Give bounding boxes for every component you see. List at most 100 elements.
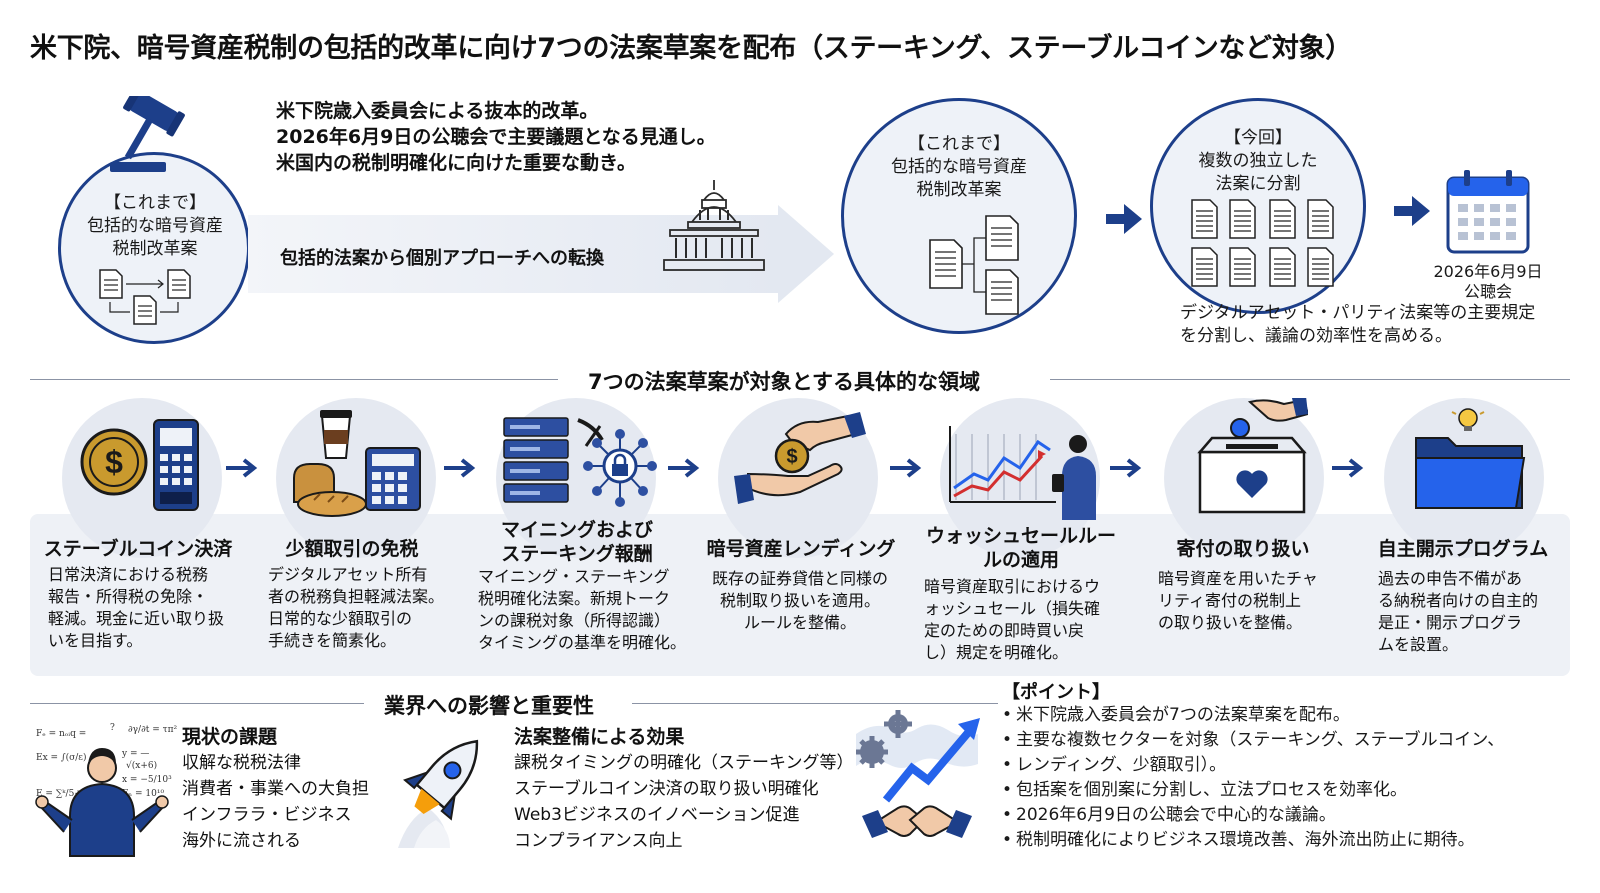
area-desc-3-l4: タイミングの基準を明確化。 <box>478 633 687 652</box>
svg-text:$: $ <box>105 444 123 480</box>
area-title-6: 寄付の取り扱い <box>1136 537 1350 561</box>
now-text: 【今回】 複数の独立した 法案に分割 <box>1184 127 1332 196</box>
area-desc-5-l3: 定のための即時買い戻 <box>924 621 1085 640</box>
svg-text:E = ∑ᵏ/5+3ρ: E = ∑ᵏ/5+3ρ <box>36 789 93 799</box>
area-desc-4: 既存の証券貸借と同様の 税制取り扱いを適用。 ルールを整備。 <box>700 568 900 634</box>
areas-divider-right <box>1050 379 1570 380</box>
before-left-line2: 税制改革案 <box>112 239 198 259</box>
coin-terminal-icon: $ <box>80 419 199 511</box>
impact-section-title: 業界への影響と重要性 <box>384 694 594 718</box>
area-desc-6-l3: の取り扱いを整備。 <box>1158 613 1303 632</box>
rocket-icon <box>398 739 479 848</box>
flow-note: デジタルアセット・パリティ法案等の主要規定 を分割し、議論の効率性を高める。 <box>1180 302 1535 348</box>
area-title-1: ステーブルコイン決済 <box>34 537 242 561</box>
area-desc-1-l4: いを目指す。 <box>48 631 143 650</box>
calendar-icon <box>1446 170 1530 254</box>
areas-divider-left <box>30 379 558 380</box>
challenge-item-2: 消費者・事業への大負担 <box>182 779 369 799</box>
intro-line-2: 2026年6月9日の公聴会で主要議題となる見通し。 <box>276 126 716 148</box>
area-desc-2-l2: 者の税務負担軽減法案。 <box>268 587 445 606</box>
area-desc-3-l3: ンの課税対象（所得認識） <box>478 611 671 630</box>
now-label: 【今回】 <box>1224 128 1292 148</box>
documents-cycle-icon <box>99 269 191 325</box>
intro-line-1: 米下院歳入委員会による抜本的改革。 <box>276 100 599 122</box>
effect-item-4: コンプライアンス向上 <box>514 831 683 851</box>
effect-item-1: 課税タイミングの明確化（ステーキング等） <box>514 753 854 773</box>
flow-arrow-1 <box>1106 204 1142 234</box>
flow-note-line2: を分割し、議論の効率性を高める。 <box>1180 326 1452 346</box>
gavel-icon <box>110 96 185 172</box>
area-desc-7-l3: 是正・開示プログラ <box>1378 613 1523 632</box>
svg-text:y = —: y = — <box>121 749 149 759</box>
area-desc-1-l3: 軽減。現金に近い取り扱 <box>48 609 225 628</box>
area-desc-1-l2: 報告・所得税の免除・ <box>48 587 209 606</box>
area-arrow-4 <box>890 458 922 478</box>
before-left-line1: 包括的な暗号資産 <box>87 216 223 236</box>
area-desc-3-l2: 税明確化法案。新規トーク <box>478 589 671 608</box>
now-line1: 複数の独立した <box>1198 151 1318 171</box>
area-title-4-line: 暗号資産レンディング <box>706 538 896 560</box>
area-desc-2: デジタルアセット所有 者の税務負担軽減法案。 日常的な少額取引の 手続きを簡素化… <box>268 564 464 652</box>
area-desc-7-l2: る納税者向けの自主的 <box>1378 591 1539 610</box>
before-right-label: 【これまで】 <box>908 134 1010 154</box>
point-item-1: 米下院歳入委員会が7つの法案草案を配布。 <box>1002 703 1582 728</box>
page-title: 米下院、暗号資産税制の包括的改革に向け7つの法案草案を配布（ステーキング、ステー… <box>30 33 1352 64</box>
confused-person-formulas-icon: Fₑ = nₒᵢq =?∂γ/∂t = τπ² Ex = ∫(σ/ε)y = —… <box>35 723 177 857</box>
before-left-text: 【これまで】 包括的な暗号資産 税制改革案 <box>70 192 240 261</box>
area-desc-6-l2: リティ寄付の税制上 <box>1158 591 1302 610</box>
svg-text:Ex = ∫(σ/ε): Ex = ∫(σ/ε) <box>36 752 86 763</box>
document-split-icon <box>929 215 1019 315</box>
area-desc-7-l1: 過去の申告不備があ <box>1378 569 1523 588</box>
hearing-text: 2026年6月9日 公聴会 <box>1408 262 1568 302</box>
challenge-item-1: 収解な税税法律 <box>182 753 301 773</box>
area-desc-5-l4: し）規定を明確化。 <box>924 643 1069 662</box>
area-desc-2-l3: 日常的な少額取引の <box>268 609 413 628</box>
area-desc-1-l1: 日常決済における税務 <box>48 565 209 584</box>
challenge-item-3: インフララ・ビジネス <box>182 805 352 825</box>
intro-text: 米下院歳入委員会による抜本的改革。 2026年6月9日の公聴会で主要議題となる見… <box>276 98 716 176</box>
area-desc-7: 過去の申告不備があ る納税者向けの自主的 是正・開示プログラ ムを設置。 <box>1378 568 1558 656</box>
multiple-documents-icon <box>1191 199 1334 287</box>
chart-person-icon <box>949 426 1096 520</box>
area-desc-4-l2: 税制取り扱いを適用。 <box>719 591 880 610</box>
hearing-date: 2026年6月9日 <box>1433 262 1543 281</box>
donation-box-icon <box>1197 398 1308 514</box>
point-item-2: 主要な複数セクターを対象（ステーキング、ステーブルコイン、 <box>1002 728 1582 753</box>
area-desc-4-l1: 既存の証券貸借と同様の <box>711 569 888 588</box>
now-line2: 法案に分割 <box>1215 174 1301 194</box>
area-desc-5: 暗号資産取引におけるウ ォッシュセール（損失確 定のための即時買い戻 し）規定を… <box>924 576 1124 664</box>
svg-text:x = −5/10³: x = −5/10³ <box>122 775 172 785</box>
area-desc-2-l1: デジタルアセット所有 <box>268 565 428 584</box>
intro-line-3: 米国内の税制明確化に向けた重要な動き。 <box>276 152 637 174</box>
capitol-icon <box>663 180 765 271</box>
area-title-7: 自主開示プログラム <box>1356 537 1570 561</box>
effect-item-3: Web3ビジネスのイノベーション促進 <box>514 805 800 825</box>
points-list: 米下院歳入委員会が7つの法案草案を配布。 主要な複数セクターを対象（ステーキング… <box>1002 703 1582 853</box>
area-title-5-line1: ウォッシュセールルー <box>925 525 1116 547</box>
area-title-2-line: 少額取引の免税 <box>285 538 419 560</box>
flow-note-line1: デジタルアセット・パリティ法案等の主要規定 <box>1180 303 1536 323</box>
point-item-4: 2026年6月9日の公聴会で中心的な議論。 <box>1002 803 1582 828</box>
points-title: 【ポイント】 <box>1002 682 1110 703</box>
area-title-5: ウォッシュセールルー ルの適用 <box>914 524 1128 572</box>
area-desc-5-l2: ォッシュセール（損失確 <box>924 599 1101 618</box>
point-item-2-cont: レンディング、少額取引）。 <box>1002 753 1582 778</box>
impact-divider-right <box>632 703 998 704</box>
area-desc-6-l1: 暗号資産を用いたチャ <box>1158 569 1318 588</box>
folder-lightbulb-icon <box>1415 408 1526 509</box>
svg-text:Fₙ = 10¹⁰: Fₙ = 10¹⁰ <box>122 789 164 799</box>
impact-divider-left <box>30 703 364 704</box>
area-title-3: マイニングおよび ステーキング報酬 <box>470 518 684 566</box>
area-arrow-6 <box>1332 458 1364 478</box>
area-desc-4-l3: ルールを整備。 <box>743 613 856 632</box>
area-desc-2-l4: 手続きを簡素化。 <box>268 631 397 650</box>
flow-arrow-2 <box>1394 196 1430 226</box>
svg-text:$: $ <box>786 446 797 468</box>
area-desc-5-l1: 暗号資産取引におけるウ <box>924 577 1101 596</box>
area-title-3-line1: マイニングおよび <box>500 519 653 541</box>
server-network-lock-icon <box>503 417 657 507</box>
area-title-5-line2: ルの適用 <box>982 549 1059 571</box>
effects-title: 法案整備による効果 <box>514 726 685 748</box>
point-item-3: 包括案を個別案に分割し、立法プロセスを効率化。 <box>1002 778 1582 803</box>
effect-item-2: ステーブルコイン決済の取り扱い明確化 <box>514 779 819 799</box>
